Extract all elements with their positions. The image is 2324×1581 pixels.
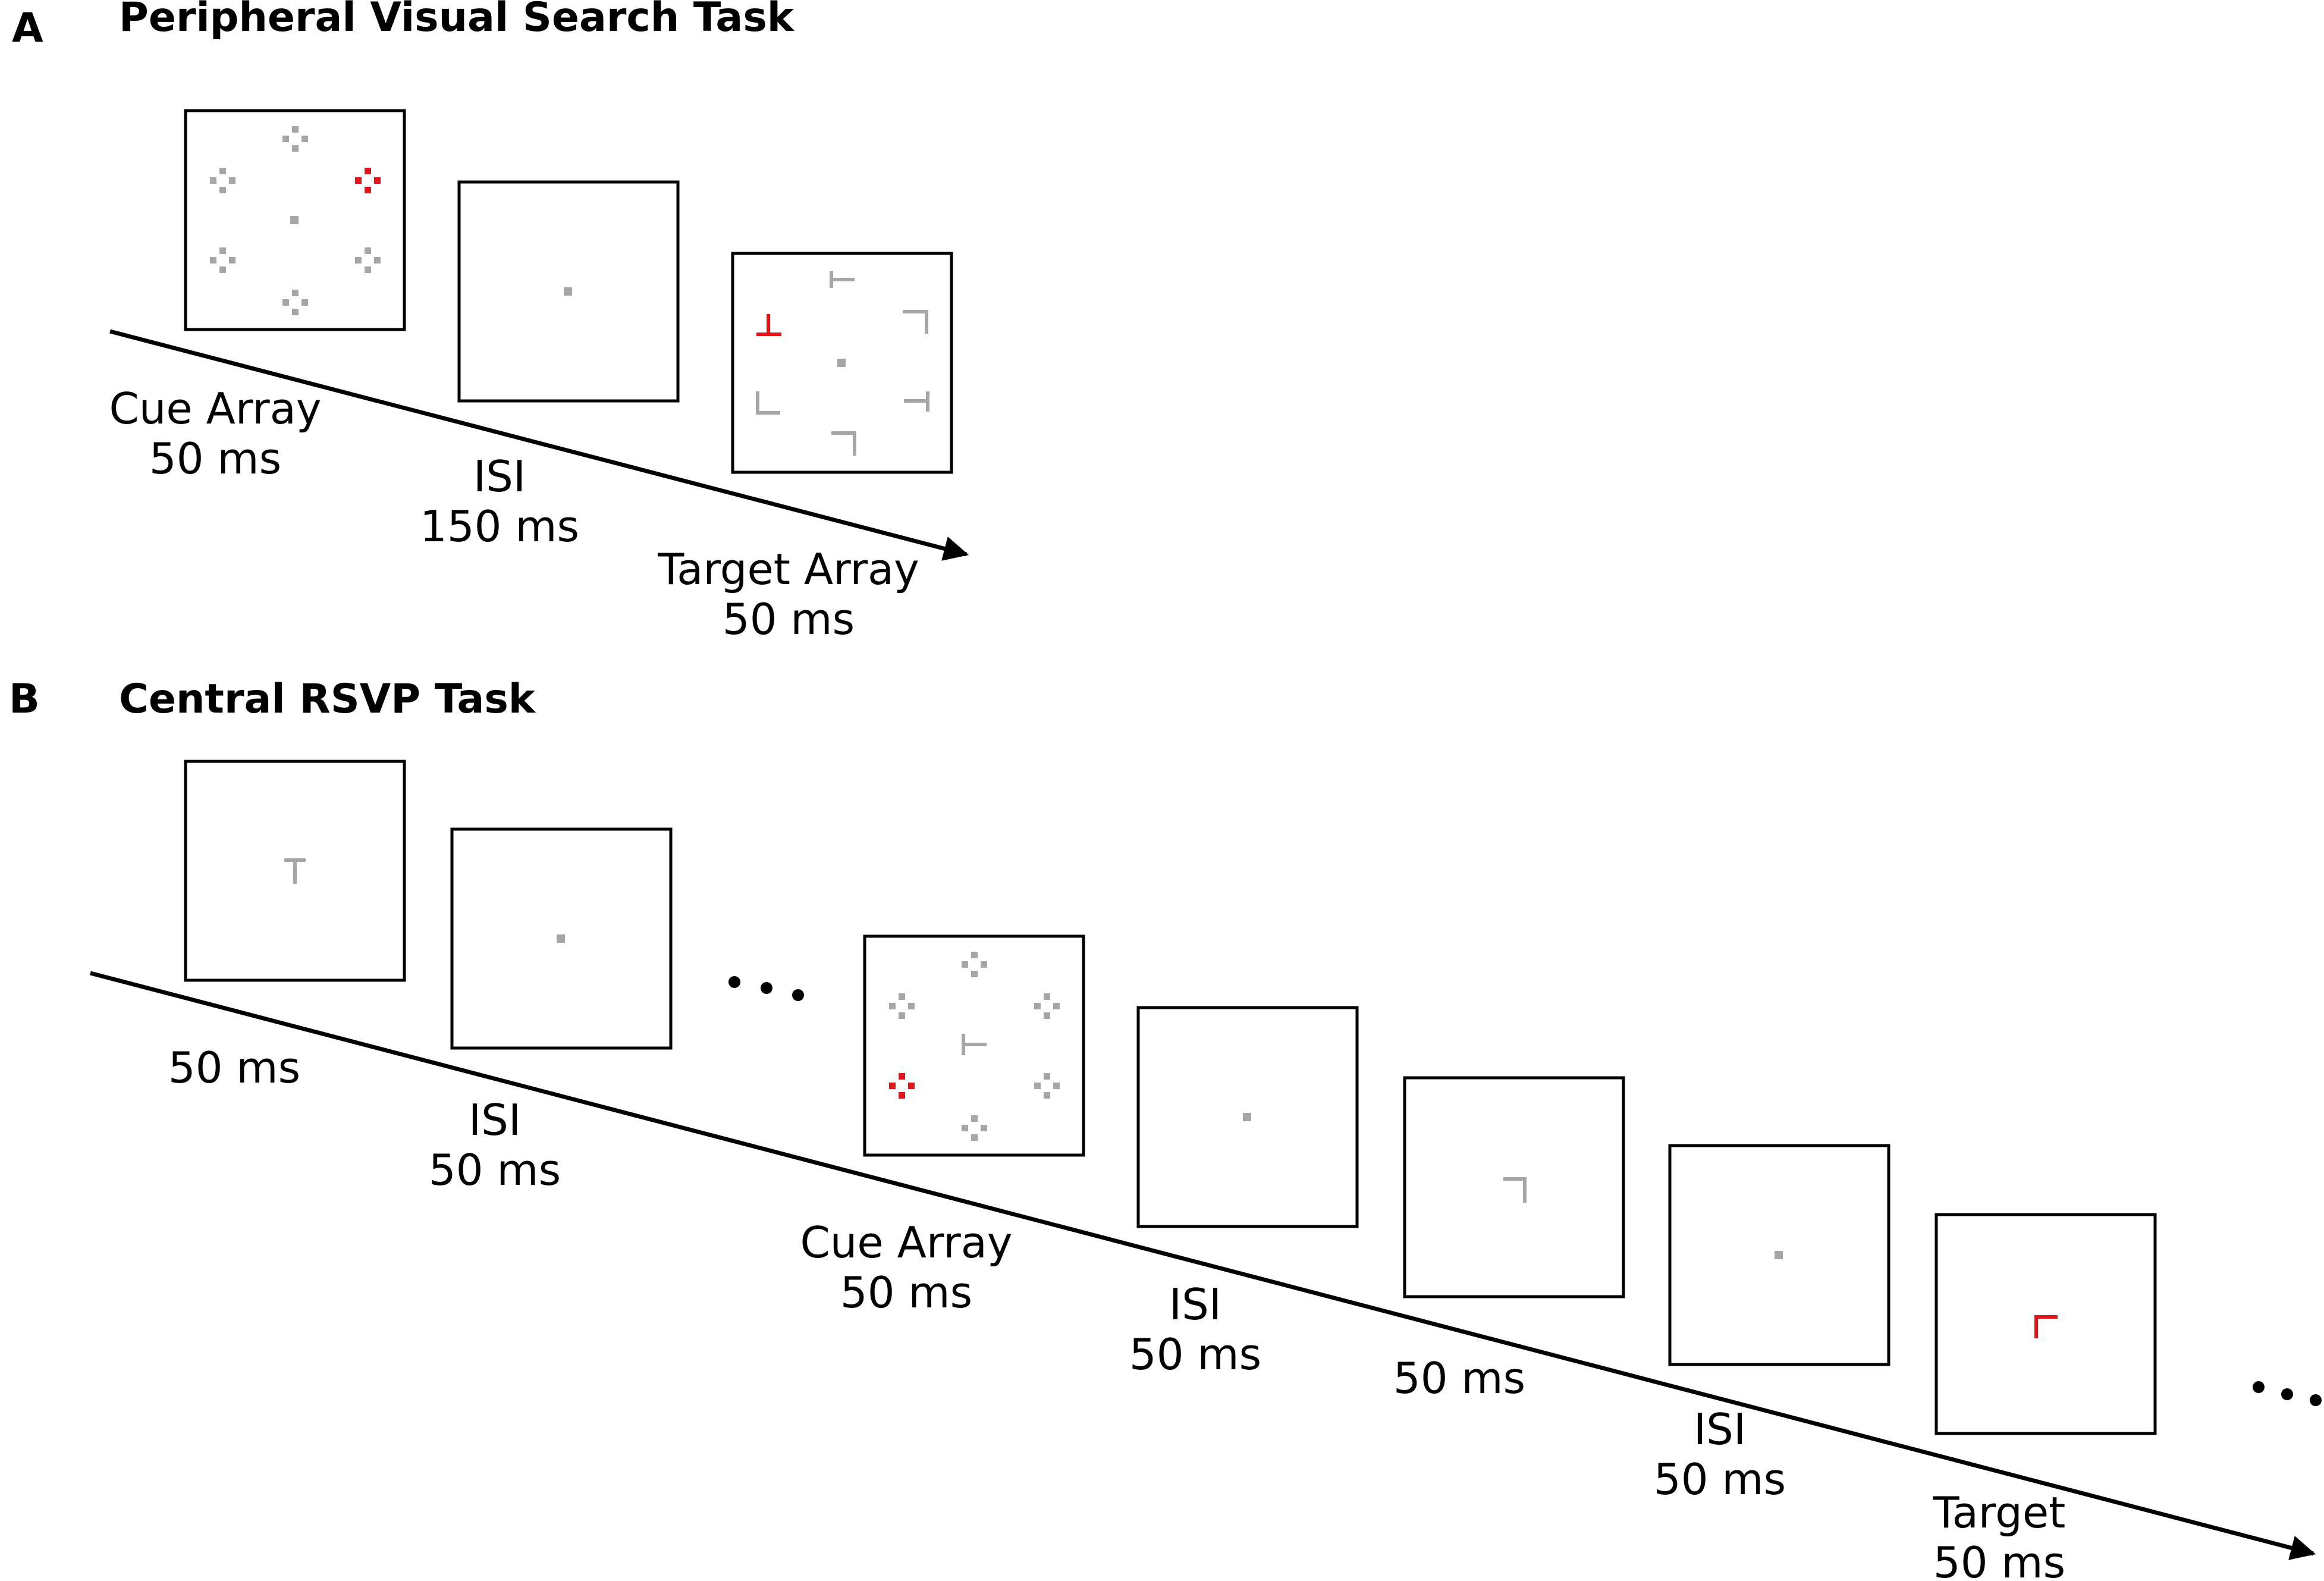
ellipsis-b1	[728, 976, 804, 1001]
label-b4-line2: 50 ms	[1129, 1329, 1261, 1379]
timeline-arrow-b	[90, 971, 2316, 1560]
ellipsis-b2	[2253, 1381, 2322, 1406]
frame-b7-target	[1934, 1213, 2157, 1435]
frame-a2-fixation	[457, 180, 680, 403]
label-b3-line2: 50 ms	[840, 1268, 972, 1318]
label-b6-line1: ISI	[1694, 1404, 1746, 1454]
label-a3-line1: Target Array	[657, 544, 919, 594]
label-a2-line2: 150 ms	[420, 501, 579, 551]
frame-b4-fixation	[1136, 1006, 1359, 1228]
label-b7-line1: Target	[1933, 1488, 2066, 1538]
frame-b5-letter	[1403, 1076, 1625, 1298]
label-b7-line2: 50 ms	[1933, 1538, 2065, 1581]
panel-b: B Central RSVP Task	[9, 676, 2322, 1581]
frame-b6-fixation	[1668, 1144, 1890, 1366]
label-b6-line2: 50 ms	[1654, 1454, 1786, 1504]
panel-a-title: Peripheral Visual Search Task	[119, 0, 795, 41]
label-b2-line1: ISI	[469, 1095, 521, 1145]
label-a3-line2: 50 ms	[723, 594, 855, 644]
label-b4-line1: ISI	[1169, 1279, 1221, 1329]
panel-a-letter: A	[12, 5, 43, 52]
panel-b-letter: B	[9, 676, 40, 723]
frame-a1-cue-array	[184, 109, 406, 331]
timeline-arrow-a	[109, 329, 969, 561]
label-a1-line2: 50 ms	[149, 434, 281, 484]
label-a1-line1: Cue Array	[109, 384, 321, 434]
label-b2-line2: 50 ms	[429, 1145, 561, 1195]
label-b3-line1: Cue Array	[800, 1218, 1012, 1268]
frame-b2-fixation	[450, 827, 673, 1050]
frame-b1-letter-t	[184, 760, 406, 982]
frame-a3-target-array	[731, 252, 953, 474]
label-b1-line1: 50 ms	[168, 1043, 300, 1093]
panel-a: A Peripheral Visual Search Task	[12, 0, 969, 644]
frame-b3-cue-array	[863, 934, 1085, 1157]
label-b5-line1: 50 ms	[1393, 1353, 1525, 1403]
label-a2-line1: ISI	[473, 451, 526, 501]
panel-b-title: Central RSVP Task	[119, 676, 536, 723]
